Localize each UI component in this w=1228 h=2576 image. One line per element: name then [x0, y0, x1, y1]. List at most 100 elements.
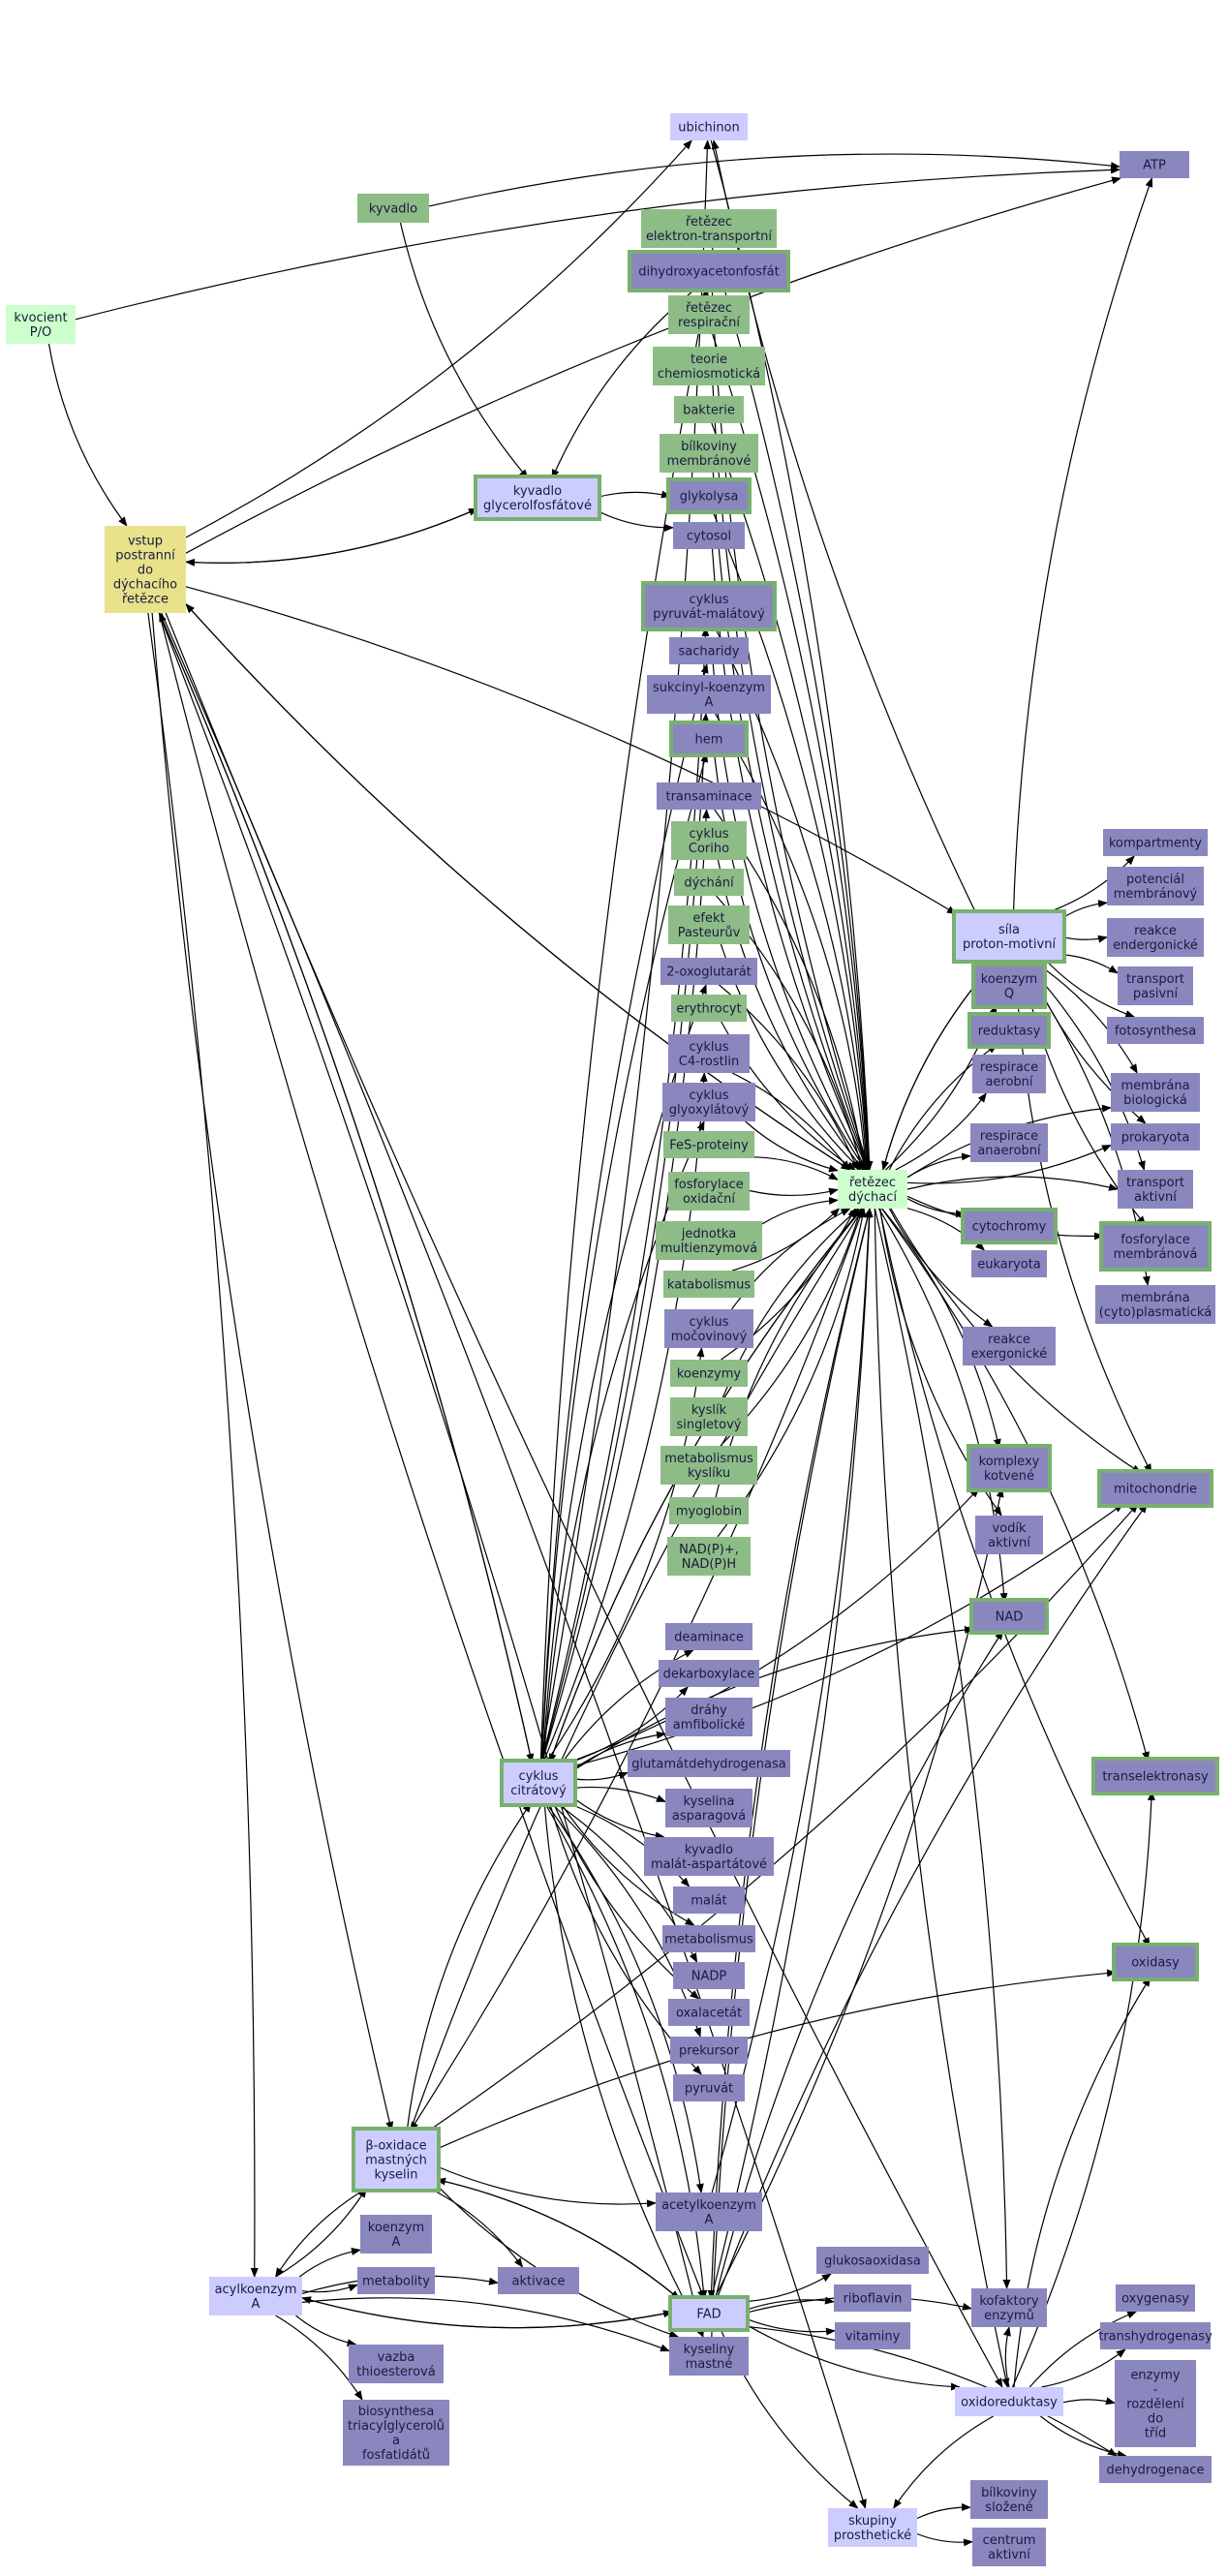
- node-erythrocyt[interactable]: erythrocyt: [671, 995, 747, 1022]
- node-fes[interactable]: FeS-proteiny: [663, 1131, 754, 1158]
- node-ubichinon[interactable]: ubichinon: [670, 113, 748, 140]
- node-sacharidy[interactable]: sacharidy: [669, 637, 749, 664]
- node-transaminace[interactable]: transaminace: [657, 782, 761, 810]
- node-dihydroxy[interactable]: dihydroxyacetonfosfát: [628, 250, 790, 292]
- node-eukaryota[interactable]: eukaryota: [971, 1250, 1047, 1277]
- node-membrana-cyto[interactable]: membrána(cyto)plasmatická: [1095, 1285, 1215, 1324]
- node-riboflavin[interactable]: riboflavin: [834, 2285, 911, 2312]
- node-nad[interactable]: NAD: [969, 1598, 1049, 1635]
- node-dekarboxylace[interactable]: dekarboxylace: [659, 1660, 759, 1687]
- node-oxoglutarat[interactable]: 2-oxoglutarát: [660, 958, 757, 985]
- node-prokaryota[interactable]: prokaryota: [1111, 1123, 1200, 1150]
- node-pyruvat[interactable]: pyruvát: [673, 2074, 745, 2101]
- node-katabolismus[interactable]: katabolismus: [663, 1271, 754, 1298]
- node-cytochromy[interactable]: cytochromy: [961, 1208, 1058, 1244]
- node-malat[interactable]: malát: [673, 1886, 745, 1914]
- node-atp[interactable]: ATP: [1120, 151, 1189, 178]
- node-reduktasy[interactable]: reduktasy: [967, 1012, 1051, 1049]
- node-label: centrum: [983, 2533, 1036, 2548]
- node-myoglobin[interactable]: myoglobin: [669, 1497, 749, 1524]
- node-glukosoox[interactable]: glukosaoxidasa: [816, 2247, 929, 2274]
- node-kyvadlo[interactable]: kyvadlo: [357, 194, 429, 223]
- node-koenzymy[interactable]: koenzymy: [670, 1360, 748, 1387]
- node-hem[interactable]: hem: [669, 721, 749, 757]
- node-dehydrogenace[interactable]: dehydrogenace: [1099, 2456, 1212, 2483]
- node-cytosol[interactable]: cytosol: [673, 522, 745, 549]
- node-nadph[interactable]: NAD(P)+,NAD(P)H: [667, 1537, 751, 1576]
- node-oxidoreduktasy[interactable]: oxidoreduktasy: [955, 2387, 1063, 2416]
- node-deaminace[interactable]: deaminace: [665, 1623, 752, 1650]
- node-dychani[interactable]: dýchání: [674, 869, 744, 896]
- node-nadp[interactable]: NADP: [673, 1962, 745, 1989]
- node-fotosynthesa[interactable]: fotosynthesa: [1107, 1017, 1204, 1044]
- node-glutamat[interactable]: glutamátdehydrogenasa: [628, 1750, 790, 1777]
- node-oxalacetat[interactable]: oxalacetát: [668, 1999, 750, 2026]
- node-transelektronasy[interactable]: transelektronasy: [1091, 1757, 1219, 1795]
- node-aktivace[interactable]: aktivace: [498, 2267, 579, 2294]
- node-oxygenasy[interactable]: oxygenasy: [1116, 2285, 1195, 2312]
- node-bakterie[interactable]: bakterie: [674, 396, 744, 423]
- node-mitochondrie[interactable]: mitochondrie: [1097, 1469, 1213, 1508]
- node-label: potenciál: [1126, 873, 1184, 887]
- node-box: [660, 434, 758, 473]
- node-fad[interactable]: FAD: [668, 2295, 750, 2332]
- node-transhydro[interactable]: transhydrogenasy: [1098, 2322, 1213, 2349]
- node-metabolismus[interactable]: metabolismus: [662, 1925, 755, 1952]
- node-metabolity[interactable]: metabolity: [357, 2267, 435, 2294]
- node-prekursor[interactable]: prekursor: [670, 2037, 748, 2064]
- node-glykolysa[interactable]: glykolysa: [666, 477, 752, 514]
- edge-retezec_dych-to-fad: [707, 1208, 871, 2300]
- node-kompartmenty[interactable]: kompartmenty: [1103, 829, 1208, 856]
- node-oxidasy[interactable]: oxidasy: [1112, 1943, 1199, 1981]
- node-vitaminy[interactable]: vitaminy: [835, 2322, 910, 2349]
